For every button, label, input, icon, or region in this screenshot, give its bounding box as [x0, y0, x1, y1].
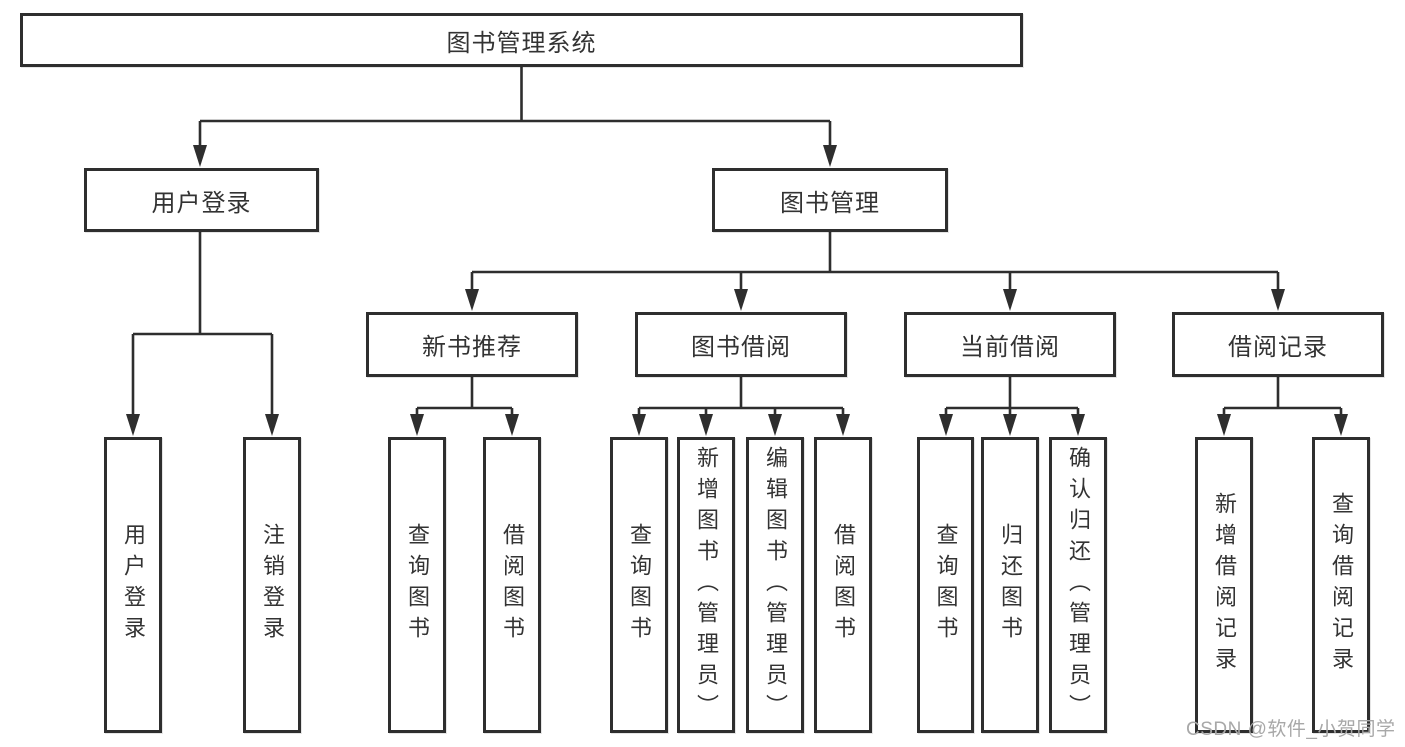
- leaf-label: 确认归还（管理员）: [1066, 445, 1091, 725]
- arrowhead: [126, 414, 140, 436]
- arrowhead: [734, 289, 748, 311]
- arrowhead: [410, 414, 424, 436]
- leaf-label: 新增借阅记录: [1212, 492, 1237, 678]
- arrowhead: [1217, 414, 1231, 436]
- leaf-add-books-admin: 新增图书（管理员）: [677, 437, 735, 733]
- leaf-label: 借阅图书: [831, 523, 856, 647]
- arrowhead: [1003, 414, 1017, 436]
- csdn-watermark: CSDN @软件_小贺同学: [1186, 719, 1396, 740]
- leaf-label: 用户登录: [121, 523, 146, 647]
- arrowhead: [193, 145, 207, 167]
- arrowhead: [265, 414, 279, 436]
- leaf-label: 借阅图书: [500, 523, 525, 647]
- node-label: 新书推荐: [422, 334, 522, 361]
- arrowhead: [1334, 414, 1348, 436]
- arrowhead-icons: [126, 145, 1348, 436]
- leaf-user-login: 用户登录: [104, 437, 162, 733]
- leaf-query-books: 查询图书: [917, 437, 974, 733]
- leaf-label: 查询借阅记录: [1329, 492, 1354, 678]
- node-current-borrowing: 当前借阅: [904, 312, 1116, 377]
- leaf-logout: 注销登录: [243, 437, 301, 733]
- leaf-label: 查询图书: [627, 523, 652, 647]
- node-label: 当前借阅: [960, 334, 1060, 361]
- arrowhead: [699, 414, 713, 436]
- leaf-borrow-books: 借阅图书: [483, 437, 541, 733]
- arrowhead: [1071, 414, 1085, 436]
- node-book-borrowing: 图书借阅: [635, 312, 847, 377]
- leaf-add-borrow-record: 新增借阅记录: [1195, 437, 1253, 733]
- node-label: 用户登录: [151, 189, 252, 217]
- node-new-book-recommendation: 新书推荐: [366, 312, 578, 377]
- node-user-login: 用户登录: [84, 168, 319, 232]
- arrowhead: [768, 414, 782, 436]
- leaf-return-books: 归还图书: [981, 437, 1039, 733]
- leaf-query-books: 查询图书: [388, 437, 446, 733]
- leaf-query-borrow-record: 查询借阅记录: [1312, 437, 1370, 733]
- node-borrowing-records: 借阅记录: [1172, 312, 1384, 377]
- node-label: 图书管理: [780, 189, 880, 217]
- arrowhead: [632, 414, 646, 436]
- arrowhead: [1271, 289, 1285, 311]
- arrowhead: [505, 414, 519, 436]
- leaf-label: 注销登录: [260, 523, 285, 647]
- arrowhead: [1003, 289, 1017, 311]
- node-label: 借阅记录: [1228, 334, 1328, 361]
- leaf-edit-books-admin: 编辑图书（管理员）: [746, 437, 804, 733]
- leaf-label: 编辑图书（管理员）: [763, 445, 788, 725]
- leaf-label: 查询图书: [405, 523, 430, 647]
- node-label: 图书管理系统: [446, 29, 597, 57]
- node-book-management: 图书管理: [712, 168, 948, 232]
- leaf-confirm-return-admin: 确认归还（管理员）: [1049, 437, 1107, 733]
- arrowhead: [939, 414, 953, 436]
- leaf-label: 归还图书: [998, 523, 1023, 647]
- leaf-query-books: 查询图书: [610, 437, 668, 733]
- leaf-label: 新增图书（管理员）: [694, 445, 719, 725]
- node-library-management-system: 图书管理系统: [20, 13, 1023, 67]
- leaf-borrow-books: 借阅图书: [814, 437, 872, 733]
- arrowhead: [823, 145, 837, 167]
- leaf-label: 查询图书: [933, 523, 959, 647]
- node-label: 图书借阅: [691, 334, 791, 361]
- arrowhead: [465, 289, 479, 311]
- arrowhead: [836, 414, 850, 436]
